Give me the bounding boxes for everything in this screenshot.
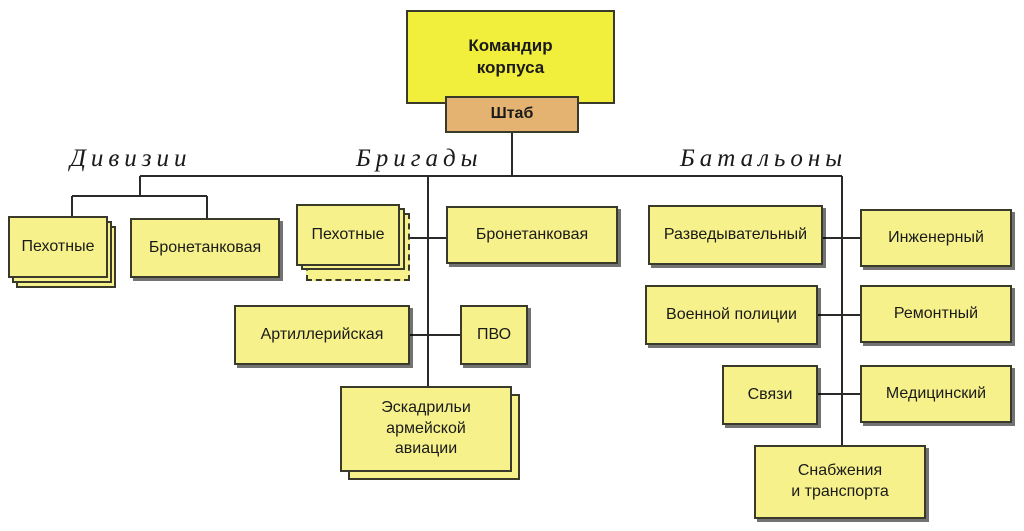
brigade-infantry-box: Пехотные [296,204,400,266]
battalion-medical-box: Медицинский [860,365,1012,423]
section-label-divisions: Дивизии [66,146,196,171]
section-label-brigades: Бригады [352,146,487,171]
commander-box: Командир корпуса [406,10,615,104]
battalion-signals-box: Связи [722,365,818,425]
staff-box: Штаб [445,96,579,133]
battalion-military-police-box: Военной полиции [645,285,818,345]
battalion-supply-box: Снабжения и транспорта [754,445,926,519]
battalion-recon-box: Разведывательный [648,205,823,265]
brigade-air-defense-box: ПВО [460,305,528,365]
division-armored-box: Бронетанковая [130,218,280,278]
battalion-repair-box: Ремонтный [860,285,1012,343]
division-infantry-box: Пехотные [8,216,108,278]
brigade-armored-box: Бронетанковая [446,206,618,264]
brigade-artillery-box: Артиллерийская [234,305,410,365]
battalion-engineer-box: Инженерный [860,209,1012,267]
brigade-aviation-box: Эскадрильи армейской авиации [340,386,512,472]
section-label-battalions: Батальоны [676,146,852,171]
